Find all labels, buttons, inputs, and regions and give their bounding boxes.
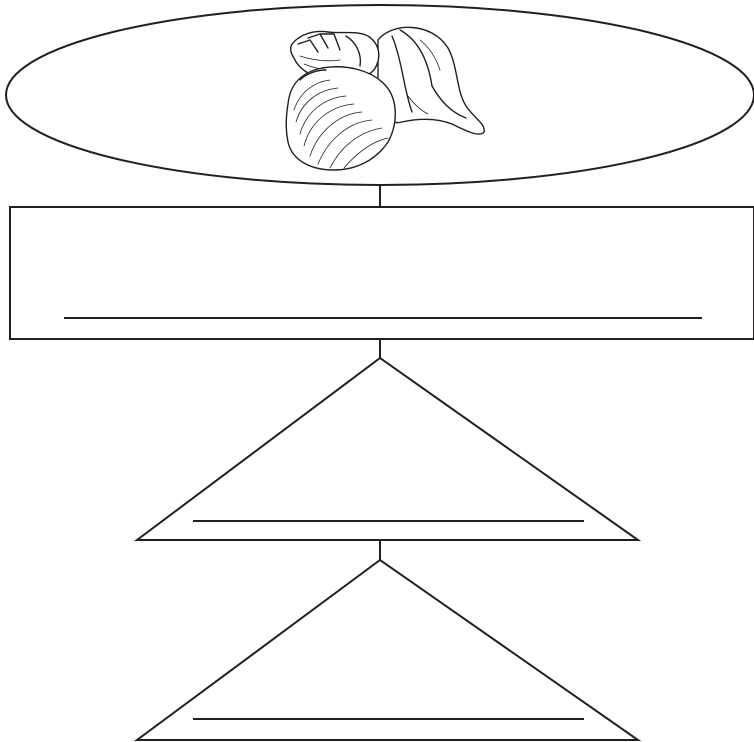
triangle-node	[137, 358, 638, 540]
seashells-illustration	[286, 27, 484, 170]
rectangle-node	[10, 207, 754, 339]
triangle-node	[137, 560, 638, 740]
